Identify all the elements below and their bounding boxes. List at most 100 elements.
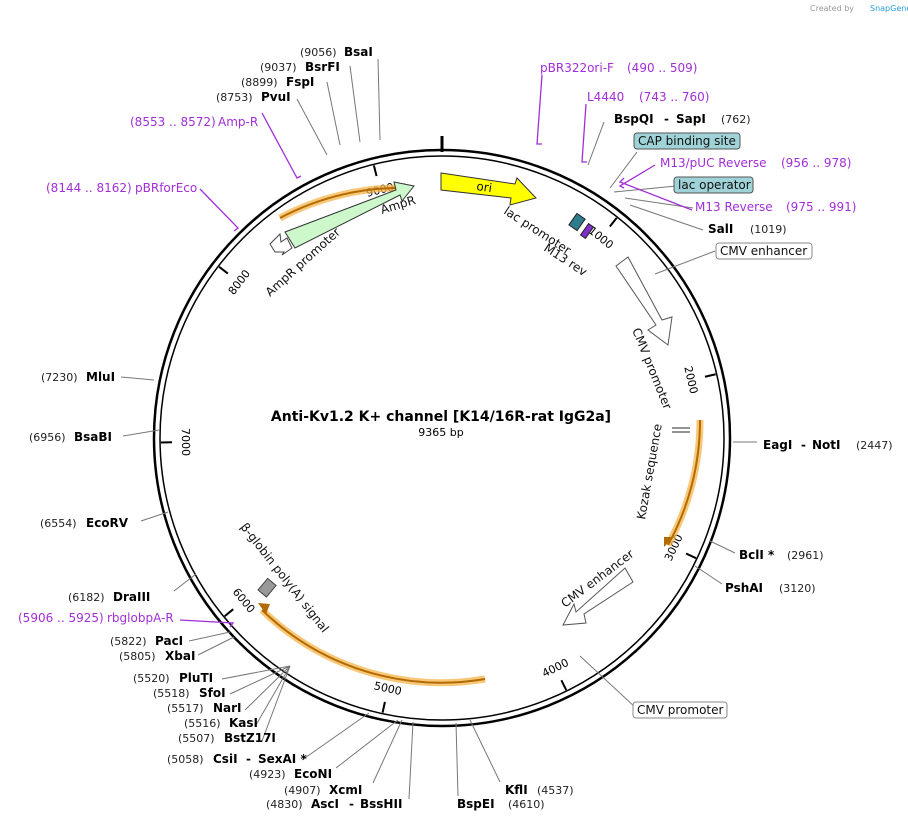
site-separator: - bbox=[801, 438, 806, 452]
primer-name: rbglobpA-R bbox=[107, 611, 174, 625]
primer-labels: pBR322ori-F (490 .. 509) L4440 (743 .. 7… bbox=[18, 61, 856, 625]
site-pos: (8899) bbox=[241, 76, 278, 89]
cmv-enhancer-box-label: CMV enhancer bbox=[720, 244, 807, 258]
tick-mark bbox=[704, 373, 716, 378]
site-pos: (5058) bbox=[167, 753, 204, 766]
site-pos: (2961) bbox=[787, 549, 824, 562]
cds-highlight-right bbox=[664, 419, 704, 547]
lac-operator-label: lac operator bbox=[678, 178, 751, 192]
site-pos: (4923) bbox=[249, 768, 286, 781]
site-separator: - bbox=[246, 752, 251, 766]
primer-range: (975 .. 991) bbox=[786, 200, 856, 214]
tick-mark bbox=[609, 217, 618, 228]
primer-name: pBR322ori-F bbox=[540, 61, 614, 75]
tick-label: 6000 bbox=[230, 586, 258, 616]
site-name: BstZ17I bbox=[224, 731, 276, 745]
plasmid-name: Anti-Kv1.2 K+ channel [K14/16R-rat IgG2a… bbox=[271, 409, 611, 425]
site-pos: (9037) bbox=[260, 61, 297, 74]
site-name: EagI bbox=[763, 438, 792, 452]
site-name: NotI bbox=[812, 438, 841, 452]
primer-lines bbox=[179, 74, 693, 628]
primer-name: Amp-R bbox=[218, 115, 258, 129]
kozak-label: Kozak sequence bbox=[634, 423, 665, 521]
cmv-promoter-box-label: CMV promoter bbox=[637, 703, 724, 717]
site-pos: (6182) bbox=[68, 591, 105, 604]
site-separator: - bbox=[664, 112, 669, 126]
kozak-block bbox=[672, 427, 690, 433]
site-name: EcoNI bbox=[294, 767, 332, 781]
primer-range: (8553 .. 8572) bbox=[130, 115, 216, 129]
primer-name: pBRforEco bbox=[135, 181, 197, 195]
site-name: KflI bbox=[505, 783, 528, 797]
site-name: BsaI bbox=[344, 45, 373, 59]
site-name: SfoI bbox=[199, 686, 226, 700]
primer-range: (5906 .. 5925) bbox=[18, 611, 104, 625]
site-pos: (5822) bbox=[110, 635, 147, 648]
primer-name: M13 Reverse bbox=[695, 200, 773, 214]
tick-mark bbox=[218, 266, 229, 275]
cmv-enhancer-arrow-top bbox=[615, 256, 673, 346]
site-name: EcoRV bbox=[86, 516, 129, 530]
site-pos: (5520) bbox=[133, 672, 170, 685]
cmv-enhancer-arrow-bottom bbox=[562, 567, 634, 626]
site-name: DraIII bbox=[113, 590, 150, 604]
site-pos: (5516) bbox=[184, 717, 221, 730]
site-pos: (5517) bbox=[167, 702, 204, 715]
site-pos: (6554) bbox=[40, 517, 77, 530]
cds-arrowhead-bottom bbox=[258, 603, 270, 614]
site-name: BsaBI bbox=[74, 430, 112, 444]
backbone-inner bbox=[159, 155, 725, 721]
site-name: BspEI bbox=[457, 797, 495, 811]
site-name: PluTI bbox=[179, 671, 213, 685]
features: ori lac promoter M13 rev CMV promoter Ko… bbox=[238, 172, 704, 687]
site-name: XcmI bbox=[329, 783, 362, 797]
site-name: SalI bbox=[708, 222, 733, 236]
site-name: BclI * bbox=[739, 548, 775, 562]
cds-arrowhead-right bbox=[664, 537, 674, 547]
site-name: SexAI * bbox=[258, 752, 307, 766]
site-pos: (7230) bbox=[41, 371, 78, 384]
site-name: PshAI bbox=[725, 581, 763, 595]
site-name: NarI bbox=[213, 701, 242, 715]
tick-mark bbox=[685, 552, 697, 560]
bglobin-label: β-globin poly(A) signal bbox=[238, 520, 332, 635]
site-name: AscI bbox=[311, 797, 339, 811]
boxed-labels: CAP binding site lac operator CMV enhanc… bbox=[632, 132, 813, 719]
ori-label: ori bbox=[476, 179, 493, 195]
site-pos: (5507) bbox=[178, 732, 215, 745]
cds-highlight-bottom bbox=[259, 607, 486, 687]
cmv-promoter-box bbox=[632, 701, 728, 719]
site-name: CsiI bbox=[213, 752, 238, 766]
cap-box bbox=[633, 132, 741, 150]
primer-name: L4440 bbox=[587, 90, 624, 104]
lac-promoter-block bbox=[568, 212, 586, 232]
site-pos: (4537) bbox=[537, 784, 574, 797]
site-pos: (3120) bbox=[779, 582, 816, 595]
tick-mark bbox=[372, 165, 378, 177]
site-name: BspQI bbox=[614, 112, 654, 126]
restriction-sites: (9056) BsaI (9037) BsrFI (8899) FspI (87… bbox=[29, 45, 893, 811]
snapgene-logo-text: SnapGene bbox=[870, 4, 908, 13]
plasmid-length: 9365 bp bbox=[418, 426, 463, 439]
primer-range: (743 .. 760) bbox=[639, 90, 709, 104]
tick-label: 7000 bbox=[179, 428, 192, 456]
cds-arrow-right bbox=[667, 419, 702, 546]
site-name: BsrFI bbox=[305, 60, 340, 74]
bglobin-block bbox=[257, 577, 277, 598]
site-pos: (2447) bbox=[856, 439, 893, 452]
site-pos: (6956) bbox=[29, 431, 66, 444]
site-pos: (762) bbox=[721, 113, 751, 126]
site-pos: (5518) bbox=[153, 687, 190, 700]
site-name: BssHII bbox=[360, 797, 402, 811]
site-name: KasI bbox=[229, 716, 258, 730]
site-name: XbaI bbox=[165, 649, 195, 663]
primer-range: (956 .. 978) bbox=[781, 156, 851, 170]
site-pos: (4610) bbox=[508, 798, 545, 811]
credit-text: Created by bbox=[810, 4, 854, 13]
cds-arrow-bottom bbox=[261, 609, 486, 684]
site-pos: (9056) bbox=[300, 46, 337, 59]
ampr-arrow bbox=[284, 181, 415, 249]
tick-label: 8000 bbox=[226, 267, 253, 297]
